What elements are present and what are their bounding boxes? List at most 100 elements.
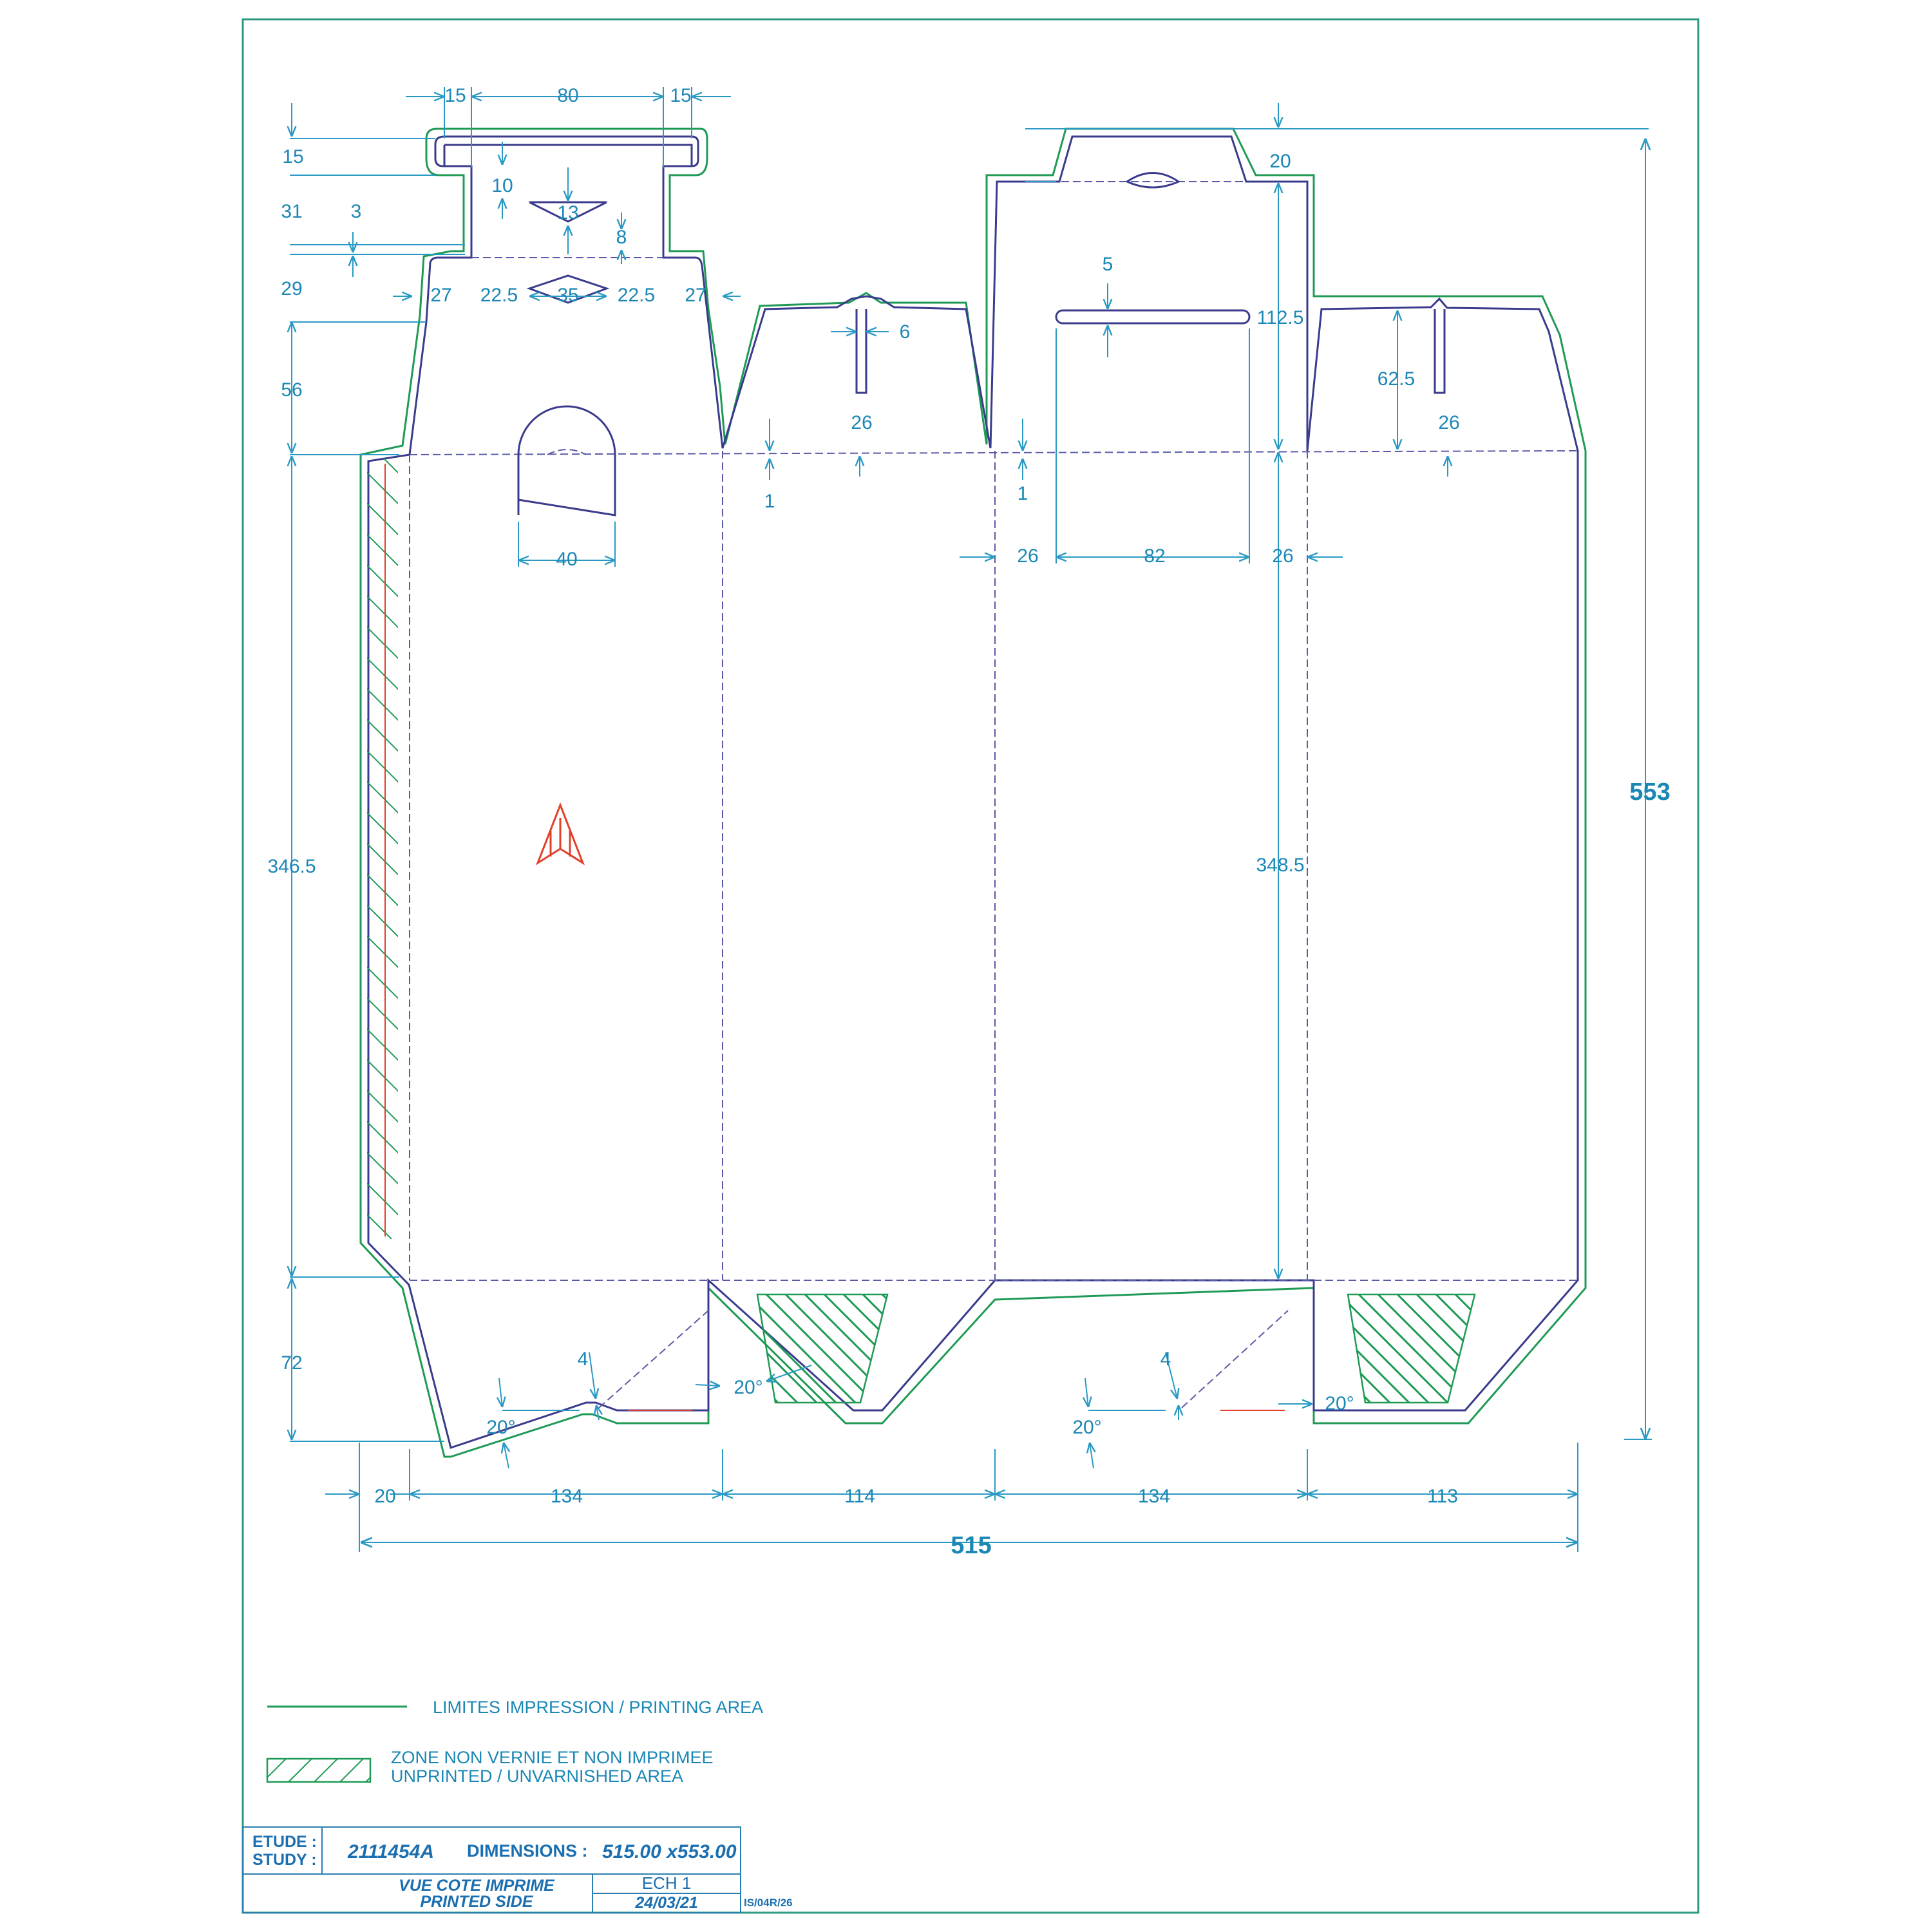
handle-window-top xyxy=(443,144,693,166)
bottom-flap-2 xyxy=(1181,1310,1289,1408)
hatch-line xyxy=(1064,459,1844,1239)
flap-slot-2 xyxy=(1434,309,1446,394)
hatch-line xyxy=(367,471,398,505)
hatch-line xyxy=(1033,459,1814,1239)
tb-study-number: 2111454A xyxy=(347,1841,434,1862)
tb-date: 24/03/21 xyxy=(634,1894,697,1912)
dim-total-height: 553 xyxy=(1629,779,1670,806)
dim-height-112-5: 112.5 xyxy=(1257,307,1304,328)
dim-angle-4: 20° xyxy=(1325,1393,1354,1414)
hatch-line xyxy=(367,502,398,536)
legend-unprinted-line1: ZONE NON VERNIE ET NON IMPRIMEE xyxy=(391,1748,714,1767)
slot-rect xyxy=(1055,309,1251,325)
hatch-line xyxy=(1435,1294,1475,1403)
hatch-line xyxy=(367,626,398,659)
hatch-line xyxy=(1224,1294,1333,1404)
hatch-line xyxy=(367,842,398,876)
hatch-line xyxy=(631,459,1412,1239)
hatch-line xyxy=(921,1294,1030,1404)
hatch-line xyxy=(367,533,398,567)
dim-slot-8: 8 xyxy=(616,227,627,248)
dim-seg-114: 114 xyxy=(844,1486,875,1507)
hatch-line xyxy=(267,1759,287,1779)
hatch-line xyxy=(1348,1294,1392,1403)
hatch-line xyxy=(1494,1294,1604,1404)
dim-neck-29: 29 xyxy=(281,278,302,299)
hatch-line xyxy=(446,459,1226,1239)
cut-line-outline xyxy=(367,135,1579,1449)
dimension-lines xyxy=(290,87,1652,1552)
hatch-line xyxy=(940,1294,1050,1404)
tb-scale: ECH 1 xyxy=(642,1873,692,1893)
dim-tab-height: 15 xyxy=(282,146,303,167)
dim-slot-26-a: 26 xyxy=(851,412,872,433)
dim-slot-13: 13 xyxy=(557,202,578,223)
hatch-line xyxy=(817,459,1597,1239)
fold-line-top xyxy=(409,450,1578,455)
dim-seg-134-a: 134 xyxy=(551,1486,583,1507)
tb-view-line2: PRINTED SIDE xyxy=(420,1893,533,1911)
dim-inner-82: 82 xyxy=(1144,545,1165,567)
hatch-line xyxy=(960,1294,1069,1404)
tb-dimensions-value: 515.00 x553.00 xyxy=(602,1841,737,1862)
hatch-line xyxy=(1473,1294,1475,1403)
hatch-line xyxy=(365,1776,370,1782)
dim-total-width: 515 xyxy=(951,1532,991,1559)
dim-top-tab-width: 80 xyxy=(557,85,578,106)
flap-slot-1 xyxy=(855,309,867,394)
hatch-line xyxy=(804,1294,887,1403)
dim-inner-26-left: 26 xyxy=(1017,545,1038,567)
dim-side-27-left: 27 xyxy=(430,285,451,306)
dim-seg-134-b: 134 xyxy=(1138,1486,1170,1507)
hatch-line xyxy=(367,1059,398,1092)
dim-slot-5: 5 xyxy=(1103,254,1113,275)
dim-left-height: 346.5 xyxy=(267,856,316,877)
hatch-line xyxy=(507,459,1288,1239)
hatch-line xyxy=(1396,1294,1475,1403)
dim-top-tab-right: 15 xyxy=(670,85,691,106)
dim-right-height: 348.5 xyxy=(1256,855,1304,876)
hatch-line xyxy=(477,459,1257,1239)
dim-fold-1-a: 1 xyxy=(764,491,775,512)
legend-unprinted-line2: UNPRINTED / UNVARNISHED AREA xyxy=(391,1766,683,1786)
tb-ref: IS/04R/26 xyxy=(744,1897,793,1909)
hatch-line xyxy=(237,1759,260,1782)
hatch-line xyxy=(339,1759,364,1782)
dim-angle-3: 20° xyxy=(1072,1417,1101,1438)
dim-side-22-5-left: 22.5 xyxy=(480,285,518,306)
hatch-line xyxy=(1348,1294,1450,1403)
hatch-line xyxy=(367,657,398,690)
hatch-line xyxy=(367,1090,398,1123)
hatch-line xyxy=(367,1028,398,1061)
hatch-line xyxy=(367,595,398,629)
hatch-line xyxy=(1126,459,1906,1239)
dim-top-tab-left: 15 xyxy=(444,85,466,106)
bottom-flap-1 xyxy=(598,1310,709,1408)
hatch-line xyxy=(971,459,1752,1239)
arrow-logo xyxy=(535,802,585,866)
hatch-line xyxy=(757,1294,838,1403)
dim-fold-1-b: 1 xyxy=(1018,483,1028,504)
hatch-line xyxy=(862,1294,887,1403)
hatch-line xyxy=(1533,1294,1642,1404)
hatch-line xyxy=(693,459,1473,1239)
hatch-line xyxy=(757,1294,858,1403)
dim-gap-4-a: 4 xyxy=(578,1349,589,1370)
hatch-line xyxy=(367,719,398,752)
top-notch xyxy=(1126,172,1181,189)
hatch-line xyxy=(569,459,1350,1239)
hatch-line xyxy=(367,564,398,598)
hatch-line xyxy=(979,1294,1088,1404)
legend-printing-area: LIMITES IMPRESSION / PRINTING AREA xyxy=(433,1698,763,1717)
hatch-line xyxy=(288,1759,312,1782)
dim-slot-26-b: 26 xyxy=(1438,412,1459,433)
hatch-line xyxy=(367,1182,398,1216)
dim-side-27-right: 27 xyxy=(685,285,706,306)
hatch-line xyxy=(211,1759,234,1782)
hatch-line xyxy=(1571,1294,1681,1404)
dim-slot-10: 10 xyxy=(491,175,513,196)
tb-etude-label: ETUDE : xyxy=(252,1833,317,1851)
hatch-line xyxy=(786,459,1566,1239)
dim-side-22-5-right: 22.5 xyxy=(618,285,655,306)
